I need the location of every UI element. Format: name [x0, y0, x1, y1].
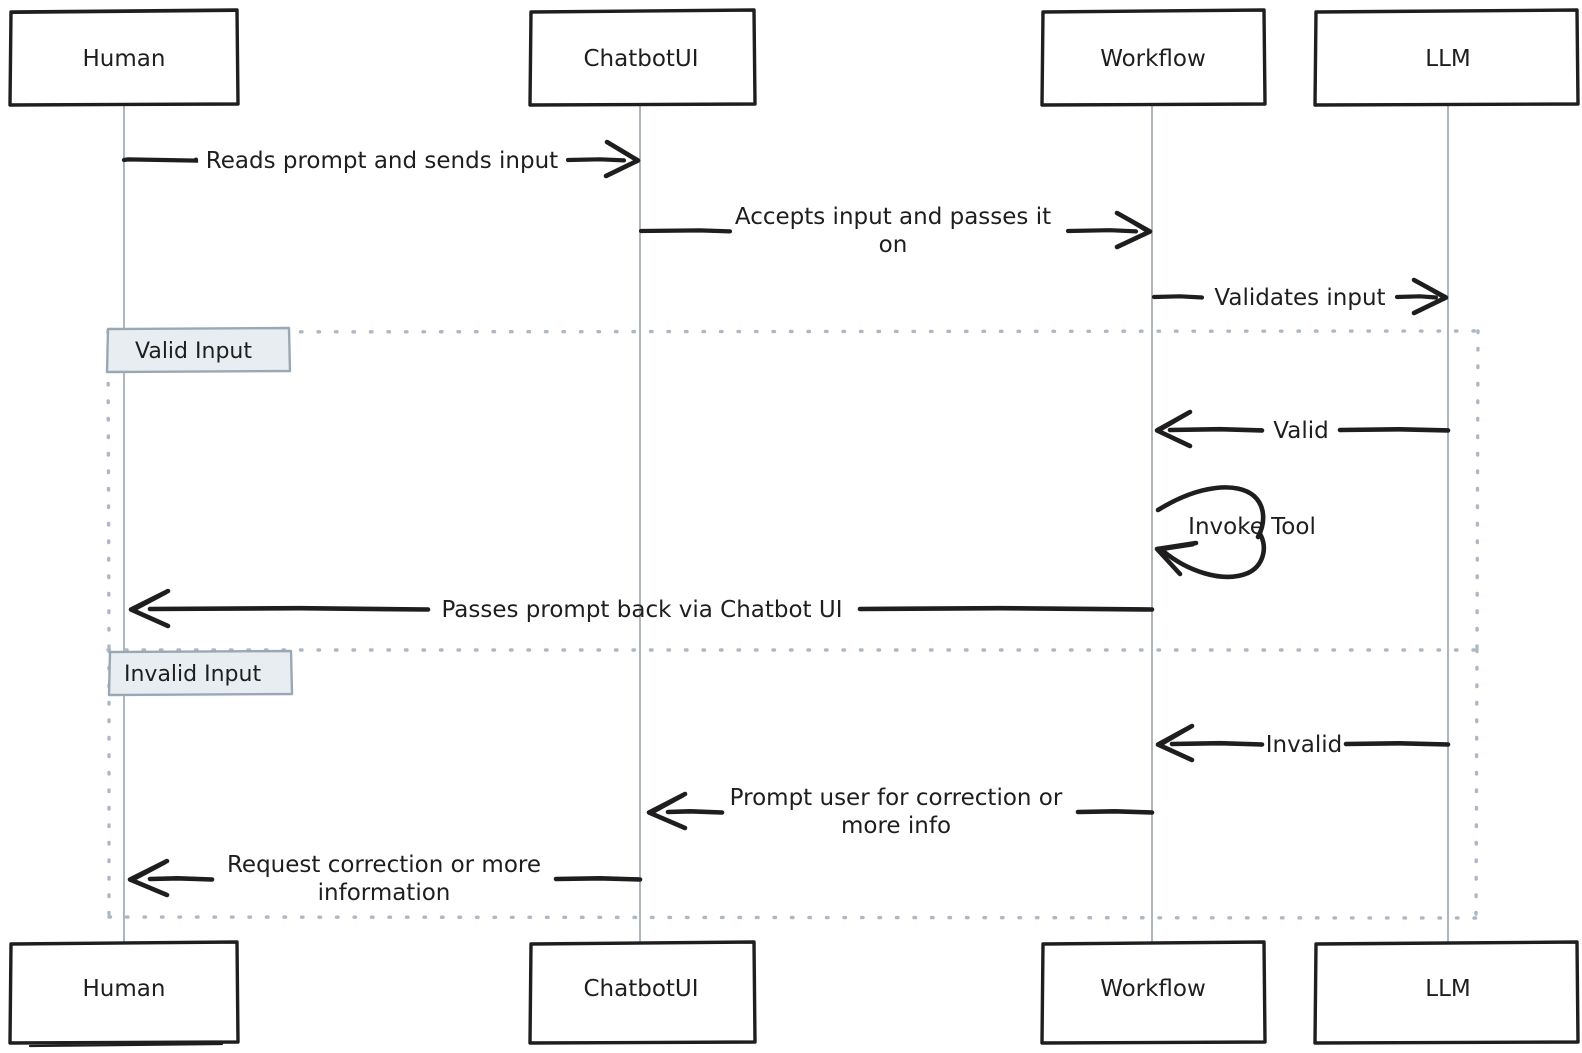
- participant-box-llm-top[interactable]: LLM: [1313, 8, 1580, 107]
- participant-label-llm-top: LLM: [1425, 46, 1470, 72]
- participant-box-workflow-bottom[interactable]: Workflow: [1040, 940, 1267, 1045]
- message-label-m2-line1: Accepts input and passes it: [735, 204, 1051, 230]
- message-label-m8-line2: more info: [841, 813, 951, 839]
- participant-label-chatbotui-top: ChatbotUI: [583, 46, 698, 72]
- message-label-m7: Invalid: [1266, 732, 1342, 758]
- lifelines: [123, 104, 1449, 942]
- message-label-m8-line1: Prompt user for correction or: [730, 785, 1063, 811]
- participant-box-chatbotui-bottom[interactable]: ChatbotUI: [528, 940, 757, 1045]
- message-label-m2-line2: on: [879, 232, 908, 258]
- message-invalid: Invalid: [1155, 723, 1451, 763]
- block-label-invalid-input: Invalid Input: [107, 649, 294, 697]
- block-frame-valid: [106, 329, 1480, 653]
- message-label-m9-line1: Request correction or more: [227, 852, 541, 878]
- block-label-invalid-input-text: Invalid Input: [124, 662, 261, 687]
- participant-box-human-top[interactable]: Human: [8, 8, 240, 107]
- message-invoke-tool-self-loop: Invoke Tool: [1154, 485, 1316, 580]
- participant-label-human-bottom: Human: [83, 976, 166, 1002]
- participant-box-workflow-top[interactable]: Workflow: [1040, 8, 1267, 107]
- participant-box-chatbotui-top[interactable]: ChatbotUI: [528, 8, 757, 107]
- message-request-correction-or-more-information: Request correction or more information: [127, 852, 643, 906]
- participant-label-llm-bottom: LLM: [1425, 976, 1470, 1002]
- participant-label-chatbotui-bottom: ChatbotUI: [583, 976, 698, 1002]
- participant-label-workflow-top: Workflow: [1100, 46, 1206, 72]
- message-label-m1: Reads prompt and sends input: [206, 148, 558, 174]
- message-reads-prompt-and-sends-input: Reads prompt and sends input: [121, 139, 641, 179]
- message-validates-input: Validates input: [1151, 277, 1449, 316]
- message-passes-prompt-back-via-chatbot-ui: Passes prompt back via Chatbot UI: [128, 588, 1155, 629]
- block-label-valid-input: Valid Input: [105, 326, 292, 374]
- message-label-m5: Invoke Tool: [1188, 514, 1316, 540]
- message-label-m4: Valid: [1273, 418, 1328, 444]
- block-frame-invalid: [106, 648, 1479, 920]
- message-label-m9-line2: information: [318, 880, 451, 906]
- message-label-m6: Passes prompt back via Chatbot UI: [441, 597, 842, 623]
- participant-label-human-top: Human: [83, 46, 166, 72]
- block-label-valid-input-text: Valid Input: [135, 339, 252, 364]
- participant-box-human-bottom[interactable]: Human: [8, 940, 240, 1048]
- message-valid: Valid: [1154, 409, 1451, 449]
- message-accepts-input-and-passes-it-on: Accepts input and passes it on: [638, 204, 1153, 258]
- participant-label-workflow-bottom: Workflow: [1100, 976, 1206, 1002]
- block-frames: [106, 329, 1480, 920]
- participant-box-llm-bottom[interactable]: LLM: [1313, 940, 1580, 1045]
- message-prompt-user-for-correction-or-more-info: Prompt user for correction or more info: [646, 785, 1155, 839]
- message-label-m3: Validates input: [1214, 285, 1385, 311]
